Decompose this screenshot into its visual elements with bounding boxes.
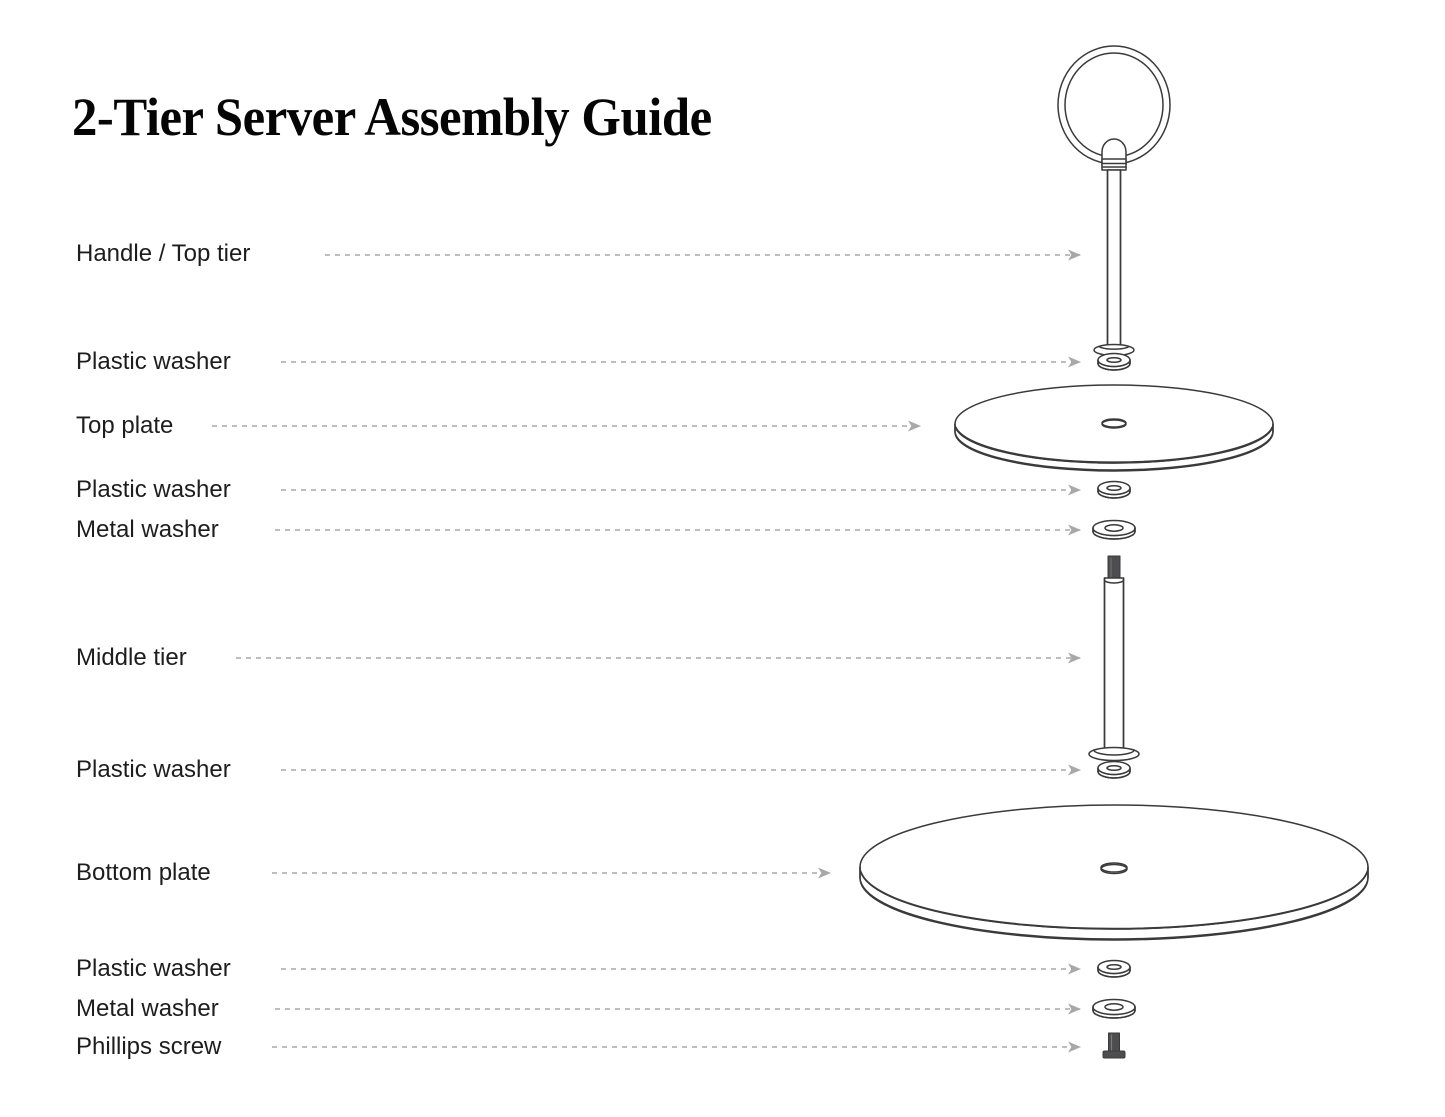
callout-label-4: Metal washer [76,516,219,543]
callout-label-6: Plastic washer [76,756,231,783]
callout-label-7: Bottom plate [76,859,211,886]
callout-label-9: Metal washer [76,995,219,1022]
plastic-washer-1-part [1097,352,1131,371]
callout-label-1: Plastic washer [76,348,231,375]
bottom-plate-part [859,804,1369,941]
page-title: 2-Tier Server Assembly Guide [72,87,712,147]
handle-rod-part [1106,169,1122,351]
callout-label-3: Plastic washer [76,476,231,503]
metal-washer-1-part [1092,519,1136,540]
plastic-washer-4-part [1097,959,1131,978]
middle-tier-rod-part [1103,577,1125,755]
callout-label-8: Plastic washer [76,955,231,982]
phillips-screw-part [1102,1032,1126,1059]
callout-label-10: Phillips screw [76,1033,222,1060]
metal-washer-2-part [1092,998,1136,1019]
top-plate-part [954,384,1274,472]
callout-label-5: Middle tier [76,644,187,671]
callout-label-0: Handle / Top tier [76,240,251,267]
handle-knob-part [1101,138,1127,171]
plastic-washer-3-part [1097,760,1131,779]
callout-label-2: Top plate [76,412,174,439]
plastic-washer-2-part [1097,480,1131,499]
middle-rod-foot-part [1088,746,1140,762]
